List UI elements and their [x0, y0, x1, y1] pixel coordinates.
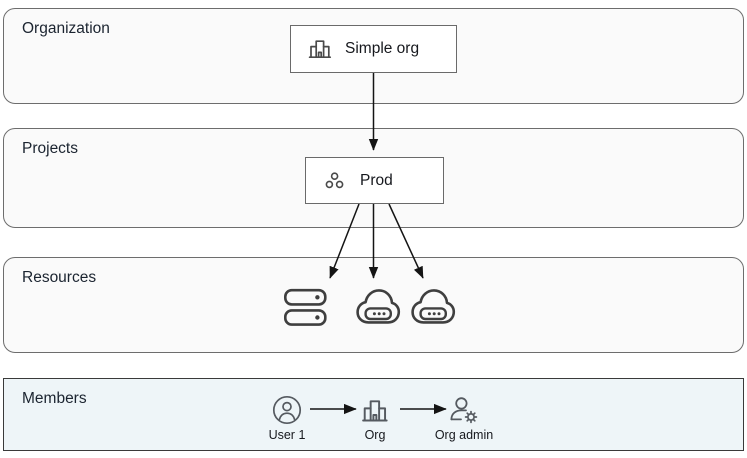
tier-label-resources: Resources [22, 269, 97, 286]
user-gear-icon [421, 392, 507, 426]
node-simple-org[interactable]: Simple org [290, 25, 457, 73]
node-label-prod: Prod [360, 171, 393, 189]
tier-label-organization: Organization [22, 20, 110, 37]
resource-cloud-server-2[interactable] [410, 285, 456, 329]
resource-cloud-server-1[interactable] [355, 285, 401, 329]
user-circle-icon [244, 392, 330, 426]
member-org-admin[interactable]: Org admin [421, 392, 507, 443]
resource-server-stack[interactable] [282, 286, 329, 330]
project-dots-icon [322, 168, 348, 194]
member-label-org-admin: Org admin [434, 428, 494, 442]
member-org[interactable]: Org [332, 392, 418, 443]
tier-label-members: Members [22, 390, 87, 407]
server-stack-icon [283, 288, 327, 326]
member-user-1[interactable]: User 1 [244, 392, 330, 443]
member-label-user-1: User 1 [268, 428, 306, 442]
node-label-simple-org: Simple org [345, 40, 420, 57]
cloud-server-icon [411, 289, 456, 324]
organization-building-icon [307, 36, 333, 62]
organization-building-icon [332, 392, 418, 426]
cloud-server-icon [356, 289, 401, 324]
member-label-org: Org [364, 428, 386, 442]
tier-label-projects: Projects [22, 140, 78, 157]
node-prod[interactable]: Prod [305, 157, 444, 204]
